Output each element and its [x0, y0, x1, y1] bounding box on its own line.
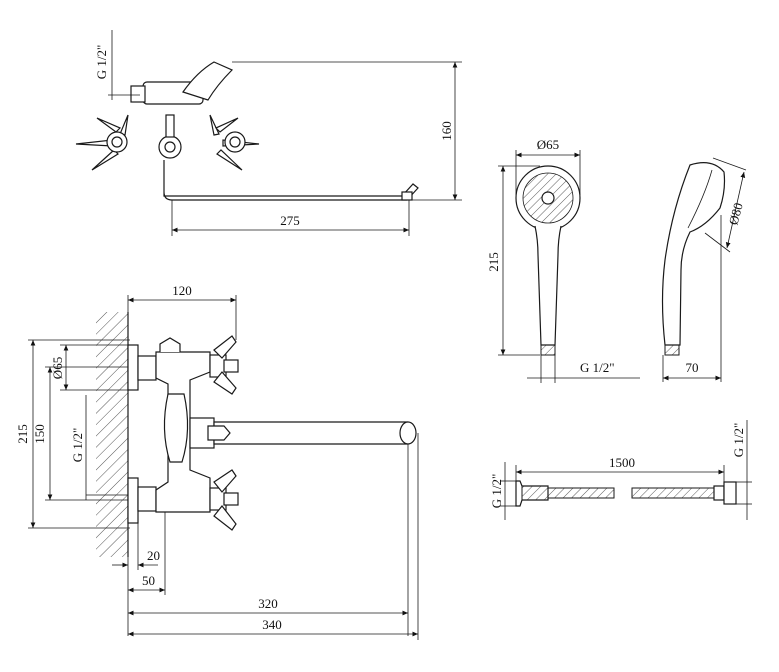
front-flange-dim: Ø65 — [50, 357, 65, 379]
front-spout-swivel — [207, 425, 231, 441]
top-thread-label: G 1/2" — [94, 45, 109, 80]
front-spout-dim: 320 — [258, 596, 278, 611]
front-lower-handle — [209, 469, 239, 531]
top-center-core — [164, 141, 176, 153]
front-view: 120 215 150 Ø65 G 1/2" 20 50 320 — [15, 283, 419, 640]
shower-side-body — [661, 162, 726, 346]
top-view: G 1/2" 160 275 — [75, 30, 462, 236]
front-offset-20: 20 — [147, 548, 160, 563]
front-height-dim: 215 — [15, 424, 30, 444]
shower-thread — [540, 344, 556, 356]
shower-side-width-dim: 70 — [686, 360, 699, 375]
top-inlet-pipe — [130, 85, 146, 103]
shower-head-center — [541, 191, 555, 205]
top-left-handle — [75, 114, 129, 171]
front-thread-label: G 1/2" — [70, 428, 85, 463]
front-shower-holder — [159, 337, 181, 352]
hose-left-segment — [547, 487, 615, 499]
front-centers-dim: 150 — [32, 424, 47, 444]
top-spout-tip — [401, 191, 413, 201]
hose-right-thread: G 1/2" — [731, 423, 746, 458]
front-width-dim: 120 — [172, 283, 192, 298]
shower-side-dia-dimline — [725, 171, 746, 249]
hose-length-dim: 1500 — [609, 455, 635, 470]
shower-side-thread — [664, 344, 680, 356]
front-lower-flange — [127, 477, 139, 524]
hose-left-sleeve — [521, 485, 549, 501]
front-offset-50: 50 — [142, 573, 155, 588]
front-upper-fitting — [137, 355, 157, 381]
front-spout-arm — [213, 421, 415, 445]
shower-side-face-line — [687, 169, 713, 229]
wall-hatch — [96, 312, 128, 557]
hose-right-sleeve — [713, 485, 725, 501]
shower-thread-label: G 1/2" — [580, 360, 615, 375]
shower-side-head-dim: Ø80 — [726, 201, 746, 227]
top-spout-dim: 275 — [280, 213, 300, 228]
shower-side-dia-ext2 — [704, 232, 731, 253]
shower-front-view: Ø65 215 G 1/2" — [486, 137, 640, 383]
top-diverter-lever — [182, 61, 234, 101]
hose-right-segment — [631, 487, 715, 499]
top-height-dim: 160 — [439, 121, 454, 141]
shower-side-dia-ext1 — [712, 157, 747, 171]
top-right-handle — [209, 114, 260, 171]
front-total-dim: 340 — [262, 617, 282, 632]
front-upper-handle — [209, 335, 239, 395]
hose-view: 1500 G 1/2" G 1/2" — [489, 420, 752, 520]
hose-right-nut — [723, 481, 737, 505]
front-diverter — [163, 393, 189, 463]
shower-side-view: Ø80 70 — [661, 157, 747, 382]
hose-left-thread: G 1/2" — [489, 474, 504, 509]
top-spout — [163, 160, 419, 201]
shower-handle — [534, 225, 562, 346]
front-lower-fitting — [137, 486, 157, 512]
shower-length-dim: 215 — [486, 252, 501, 272]
front-spout-outlet — [399, 421, 417, 445]
shower-head-dim: Ø65 — [537, 137, 559, 152]
front-upper-flange — [127, 344, 139, 391]
top-stem — [165, 114, 175, 138]
